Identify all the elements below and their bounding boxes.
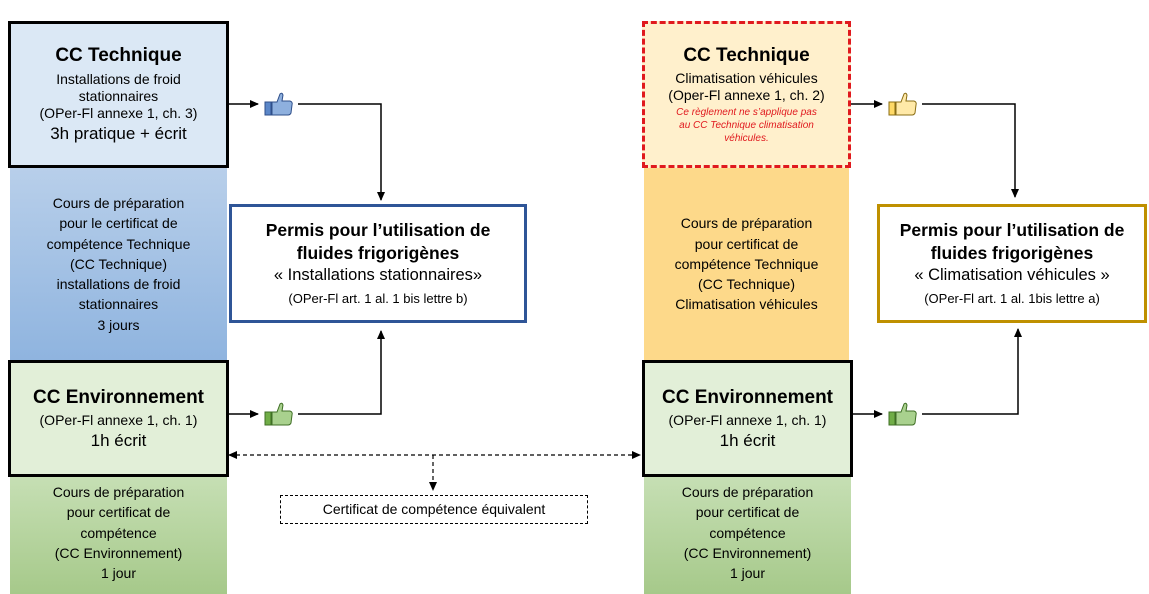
right-env-course-line: 1 jour [729,565,766,582]
left-cc-technique-exam: 3h pratique + écrit [50,123,187,143]
left-cc-technique-ref: (OPer-Fl annexe 1, ch. 3) [39,104,198,121]
arrow-right-thumb-to-permit [922,103,1019,198]
right-cc-environnement-box: CC Environnement (OPer-Fl annexe 1, ch. … [642,360,853,477]
left-cc-technique-box: CC Technique Installations de froid stat… [8,21,229,168]
left-env-course-line: pour certificat de [66,504,171,521]
right-technique-course-line: compétence Technique [674,255,819,272]
arrow-right-env-thumb-to-permit [922,328,1022,415]
left-cc-environnement-title: CC Environnement [32,386,205,408]
right-cc-technique-note: Ce règlement ne s’applique pas [676,107,817,119]
right-cc-technique-ref: (Oper-Fl annexe 1, ch. 2) [668,87,825,104]
left-technique-course-line: pour le certificat de [59,215,178,232]
arrow-left-thumb-to-permit [298,103,385,201]
left-permit-subtitle: « Installations stationnaires» [273,266,483,285]
equivalence-label-box: Certificat de compétence équivalent [280,495,588,524]
thumbs-up-icon [888,92,917,116]
left-env-course-line: 1 jour [100,565,137,582]
left-permit-title-2: fluides frigorigènes [296,242,460,263]
left-permit-box: Permis pour l’utilisation de fluides fri… [229,204,527,323]
right-env-course-line: (CC Environnement) [683,544,812,561]
right-technique-course-line: Climatisation véhicules [675,296,818,313]
equivalence-label: Certificat de compétence équivalent [322,500,546,517]
left-cc-technique-title: CC Technique [55,45,182,67]
right-cc-technique-note: au CC Technique climatisation [679,120,814,132]
left-env-course-line: (CC Environnement) [54,544,183,561]
left-technique-course-line: stationnaires [78,296,159,313]
left-technique-course-line: installations de froid [56,276,181,293]
right-technique-course-line: Cours de préparation [680,215,813,232]
right-cc-technique-title: CC Technique [683,44,810,66]
left-permit-ref: (OPer-Fl art. 1 al. 1 bis lettre b) [288,290,468,306]
left-technique-course-box: Cours de préparation pour le certificat … [10,168,227,360]
right-cc-technique-box: CC Technique Climatisation véhicules (Op… [642,21,851,168]
left-cc-technique-line2: stationnaires [78,87,159,104]
right-environnement-course-box: Cours de préparation pour certificat de … [644,477,851,594]
right-permit-title-2: fluides frigorigènes [930,242,1094,263]
left-technique-course-line: compétence Technique [46,235,191,252]
arrow-left-env-thumb-to-permit [298,330,385,415]
right-cc-technique-line1: Climatisation véhicules [675,70,818,86]
right-technique-course-line: (CC Technique) [697,276,795,293]
right-permit-title-1: Permis pour l’utilisation de [899,219,1125,240]
left-technique-course-line: Cours de préparation [52,194,185,211]
right-cc-technique-note: véhicules. [724,133,769,145]
left-env-course-line: Cours de préparation [52,484,185,500]
left-technique-course-line: 3 jours [97,316,140,333]
left-technique-course-line: (CC Technique) [69,255,167,272]
right-technique-course-line: pour certificat de [694,235,799,252]
right-permit-subtitle: « Climatisation véhicules » [914,266,1110,285]
right-permit-box: Permis pour l’utilisation de fluides fri… [877,204,1147,323]
right-cc-environnement-ref: (OPer-Fl annexe 1, ch. 1) [668,411,827,428]
right-env-course-line: pour certificat de [695,504,800,521]
right-env-course-line: compétence [709,524,786,541]
right-cc-environnement-title: CC Environnement [661,386,834,408]
thumbs-up-icon [888,402,917,426]
left-cc-technique-line1: Installations de froid [56,70,181,87]
left-cc-environnement-box: CC Environnement (OPer-Fl annexe 1, ch. … [8,360,229,477]
thumbs-up-icon [264,402,293,426]
right-technique-course-box: Cours de préparation pour certificat de … [644,168,849,360]
right-env-course-line: Cours de préparation [681,484,814,500]
left-permit-title-1: Permis pour l’utilisation de [265,219,491,240]
right-permit-ref: (OPer-Fl art. 1 al. 1bis lettre a) [924,290,1100,306]
left-env-course-line: compétence [80,524,157,541]
left-cc-environnement-ref: (OPer-Fl annexe 1, ch. 1) [39,411,198,428]
left-environnement-course-box: Cours de préparation pour certificat de … [10,477,227,594]
right-cc-environnement-exam: 1h écrit [719,430,776,450]
thumbs-up-icon [264,92,293,116]
left-cc-environnement-exam: 1h écrit [90,430,147,450]
